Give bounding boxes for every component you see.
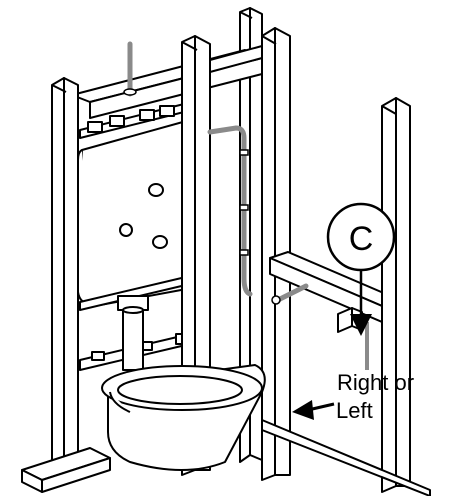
left-upright: [51, 77, 79, 481]
callout-c: C: [326, 202, 396, 272]
far-right-stud: [381, 97, 411, 493]
back-stud: [239, 7, 263, 463]
callout-letter: C: [349, 220, 374, 258]
cross-rail: [209, 45, 263, 73]
pipe-cap: [123, 88, 137, 96]
flush-pipe: [117, 295, 149, 371]
pipe-clip: [239, 149, 249, 156]
cistern-tank: [77, 118, 201, 307]
supply-pipes: [127, 41, 309, 303]
toilet-bowl: [101, 364, 266, 471]
left-arrow: [292, 400, 335, 420]
floor-plate: [21, 419, 431, 496]
right-stud: [261, 27, 291, 481]
label-left: Left: [336, 398, 373, 423]
pipe-end: [271, 295, 281, 305]
down-arrow: [350, 270, 372, 336]
label-right-or: Right or: [337, 370, 414, 395]
pipe-clip: [239, 204, 249, 211]
pipe-clip: [239, 249, 249, 256]
